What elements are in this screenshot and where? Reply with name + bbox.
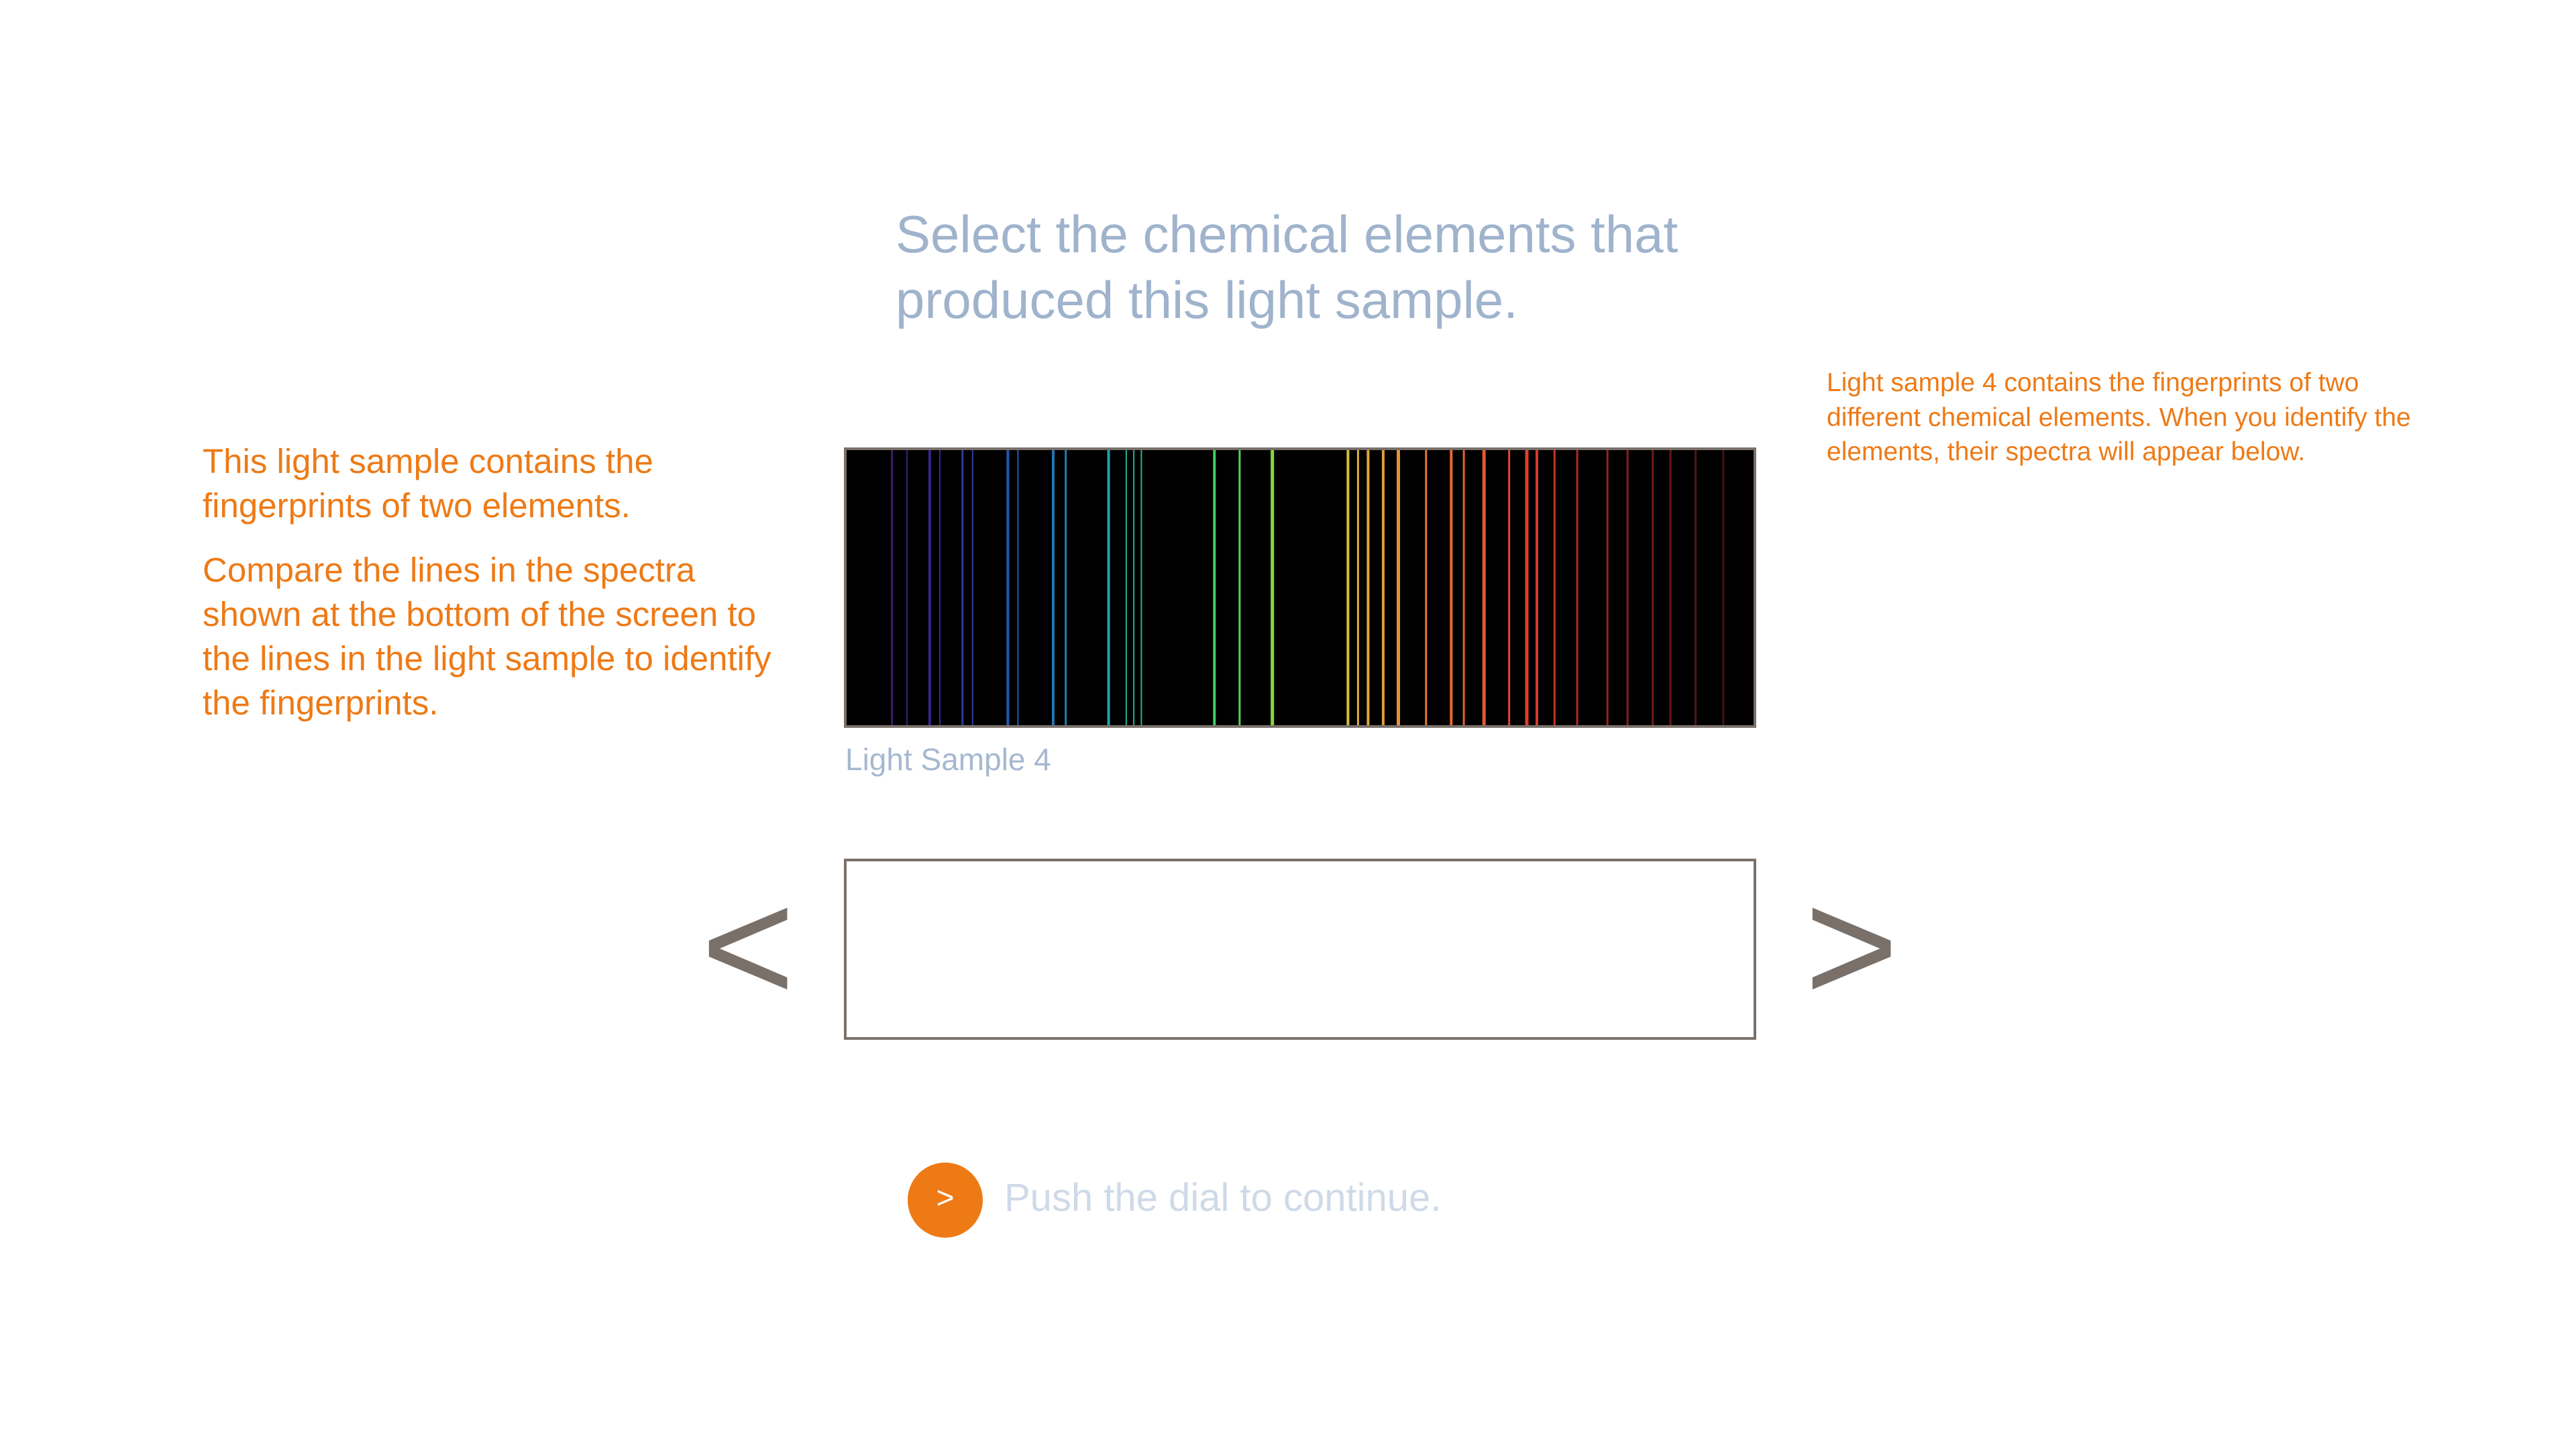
spectral-line-707nm [1695,450,1697,725]
spectral-line-610nm [1450,450,1453,725]
next-element-arrow[interactable]: > [1805,856,1899,1036]
spectral-line-583nm [1381,450,1385,725]
spectral-line-690nm [1652,450,1654,725]
spectral-line-633nm [1508,450,1511,725]
spectral-line-697nm [1669,450,1672,725]
spectral-line-577nm [1366,450,1370,725]
instructions-paragraph-1: This light sample contains the fingerpri… [203,442,653,525]
instructions-paragraph-2: Compare the lines in the spectra shown a… [203,551,771,722]
sample-note: Light sample 4 contains the fingerprints… [1827,368,2411,466]
continue-dial-button[interactable]: > [908,1163,983,1238]
previous-element-arrow[interactable]: < [701,856,796,1036]
spectral-line-388nm [891,450,894,725]
spectral-line-526nm [1238,450,1241,725]
spectral-line-516nm [1213,450,1216,725]
spectral-line-457nm [1065,450,1067,725]
spectral-line-623nm [1482,450,1486,725]
spectral-line-407nm [939,450,941,725]
spectral-line-474nm [1107,450,1110,725]
instructions-panel: This light sample contains the fingerpri… [203,439,793,745]
spectral-line-660nm [1576,450,1578,725]
spectral-line-718nm [1722,450,1725,725]
spectral-line-438nm [1017,450,1019,725]
spectral-line-615nm [1462,450,1465,725]
spectral-line-452nm [1052,450,1055,725]
prompt-title-line1: Select the chemical elements that [896,205,1678,264]
spectral-line-416nm [961,450,964,725]
spectral-line-539nm [1271,450,1275,725]
spectral-line-600nm [1425,450,1428,725]
element-spectra-slot [844,859,1756,1040]
spectral-line-394nm [906,450,908,725]
light-sample-caption: Light Sample 4 [845,742,1051,777]
spectral-line-651nm [1553,450,1556,725]
spectral-line-644nm [1536,450,1538,725]
spectral-line-640nm [1525,450,1529,725]
spectral-line-481nm [1125,450,1127,725]
spectrum-svg [891,450,1725,725]
spectral-line-434nm [1006,450,1010,725]
prompt-title: Select the chemical elements that produc… [896,201,1768,333]
spectral-line-680nm [1626,450,1629,725]
spectral-line-569nm [1346,450,1350,725]
spectral-line-420nm [971,450,973,725]
spectral-line-589nm [1397,450,1400,725]
spectral-line-403nm [928,450,931,725]
light-sample-spectrum [844,447,1756,728]
spectral-line-487nm [1140,450,1142,725]
prompt-title-line2: produced this light sample. [896,270,1518,329]
spectral-line-672nm [1606,450,1609,725]
continue-instruction: Push the dial to continue. [1004,1176,1442,1220]
spectral-line-484nm [1133,450,1135,725]
spectral-line-573nm [1356,450,1359,725]
